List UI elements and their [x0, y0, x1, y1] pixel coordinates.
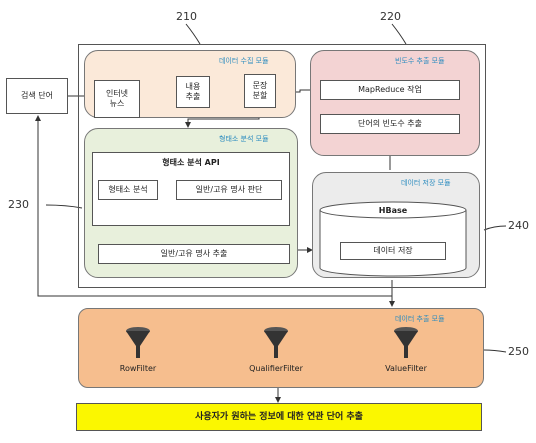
extraction-module-title: 데이터 추출 모듈 — [395, 315, 445, 323]
hbase-label: HBase — [378, 206, 408, 215]
data-extraction-module: 데이터 추출 모듈 — [78, 308, 484, 388]
funnel-icon — [126, 327, 150, 358]
morpheme-module-title: 형태소 분석 모듈 — [219, 135, 269, 143]
collection-module-title: 데이터 수집 모듈 — [219, 57, 269, 65]
ref-210: 210 — [176, 10, 197, 23]
word-frequency-box: 단어의 빈도수 추출 — [320, 114, 460, 134]
result-box: 사용자가 원하는 정보에 대한 연관 단어 추출 — [76, 403, 482, 431]
frequency-module-title: 빈도수 추출 모듈 — [395, 57, 445, 65]
morpheme-analysis-box: 형태소 분석 — [98, 180, 158, 200]
data-save-box: 데이터 저장 — [340, 242, 446, 260]
noun-extract-box: 일반/고유 명사 추출 — [98, 244, 290, 264]
system-boundary — [78, 44, 486, 288]
ref-250: 250 — [508, 345, 529, 358]
ref-240: 240 — [508, 219, 529, 232]
morpheme-api-title: 형태소 분석 API — [162, 158, 220, 167]
extract-content-box: 내용 추출 — [176, 76, 210, 108]
filter-label-row: RowFilter — [119, 364, 157, 373]
funnel-icon — [394, 327, 418, 358]
storage-module-title: 데이터 저장 모듈 — [401, 179, 451, 187]
ref-230: 230 — [8, 198, 29, 211]
noun-judge-box: 일반/고유 명사 판단 — [176, 180, 282, 200]
ref-220: 220 — [380, 10, 401, 23]
filter-label-qualifier: QualifierFilter — [249, 364, 303, 373]
frequency-extraction-module: 빈도수 추출 모듈 — [310, 50, 480, 156]
funnel-icon — [264, 327, 288, 358]
filter-label-value: ValueFilter — [385, 364, 427, 373]
split-sentence-box: 문장 분할 — [244, 74, 276, 108]
search-word-box: 검색 단어 — [6, 78, 68, 114]
mapreduce-box: MapReduce 작업 — [320, 80, 460, 100]
internet-news-box: 인터넷 뉴스 — [94, 80, 140, 118]
